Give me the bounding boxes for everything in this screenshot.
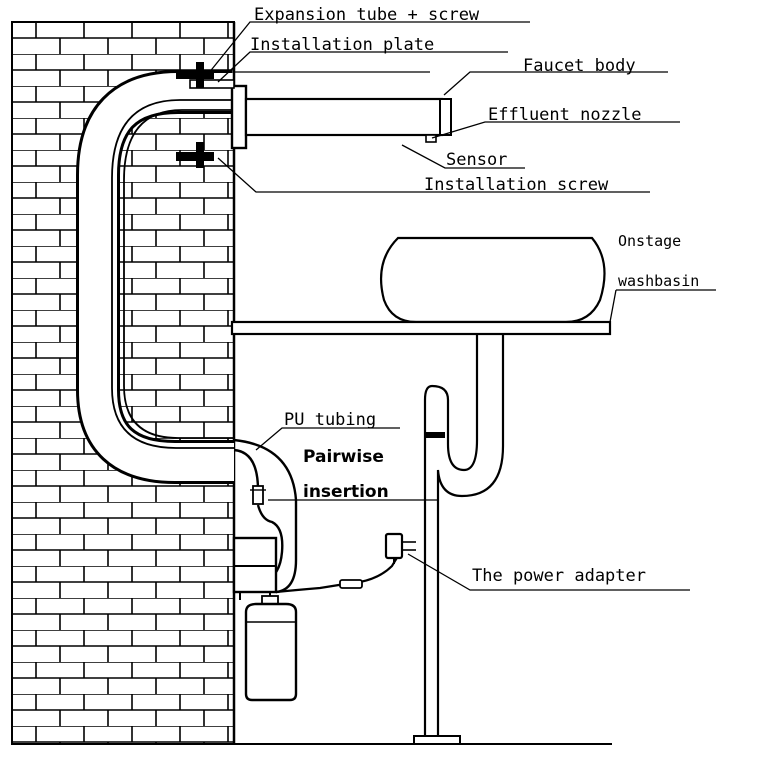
drain-pipe [413,334,505,745]
faucet-body-shape [244,97,452,143]
expansion-screws [176,62,214,168]
label-washbasin: washbasin [618,272,699,290]
pairwise-connector [250,485,266,505]
label-effluent-nozzle: Effluent nozzle [488,105,642,125]
label-insertion: insertion [303,482,389,502]
label-power-adapter: The power adapter [472,566,646,586]
label-sensor: Sensor [446,150,507,170]
label-faucet-body: Faucet body [523,56,636,76]
power-adapter-shape [384,532,416,564]
label-onstage: Onstage [618,232,681,250]
washbasin-shape [230,236,612,336]
label-installation-screw: Installation screw [424,175,609,195]
label-installation-plate: Installation plate [250,35,434,55]
cable-connector [339,579,363,589]
leader-lines [207,21,716,591]
label-expansion-tube: Expansion tube + screw [254,5,480,25]
label-pu-tubing: PU tubing [284,410,376,430]
solenoid-box [232,536,278,600]
battery-box [244,595,298,702]
wall-conduit [76,70,234,484]
label-pairwise: Pairwise [303,447,384,467]
